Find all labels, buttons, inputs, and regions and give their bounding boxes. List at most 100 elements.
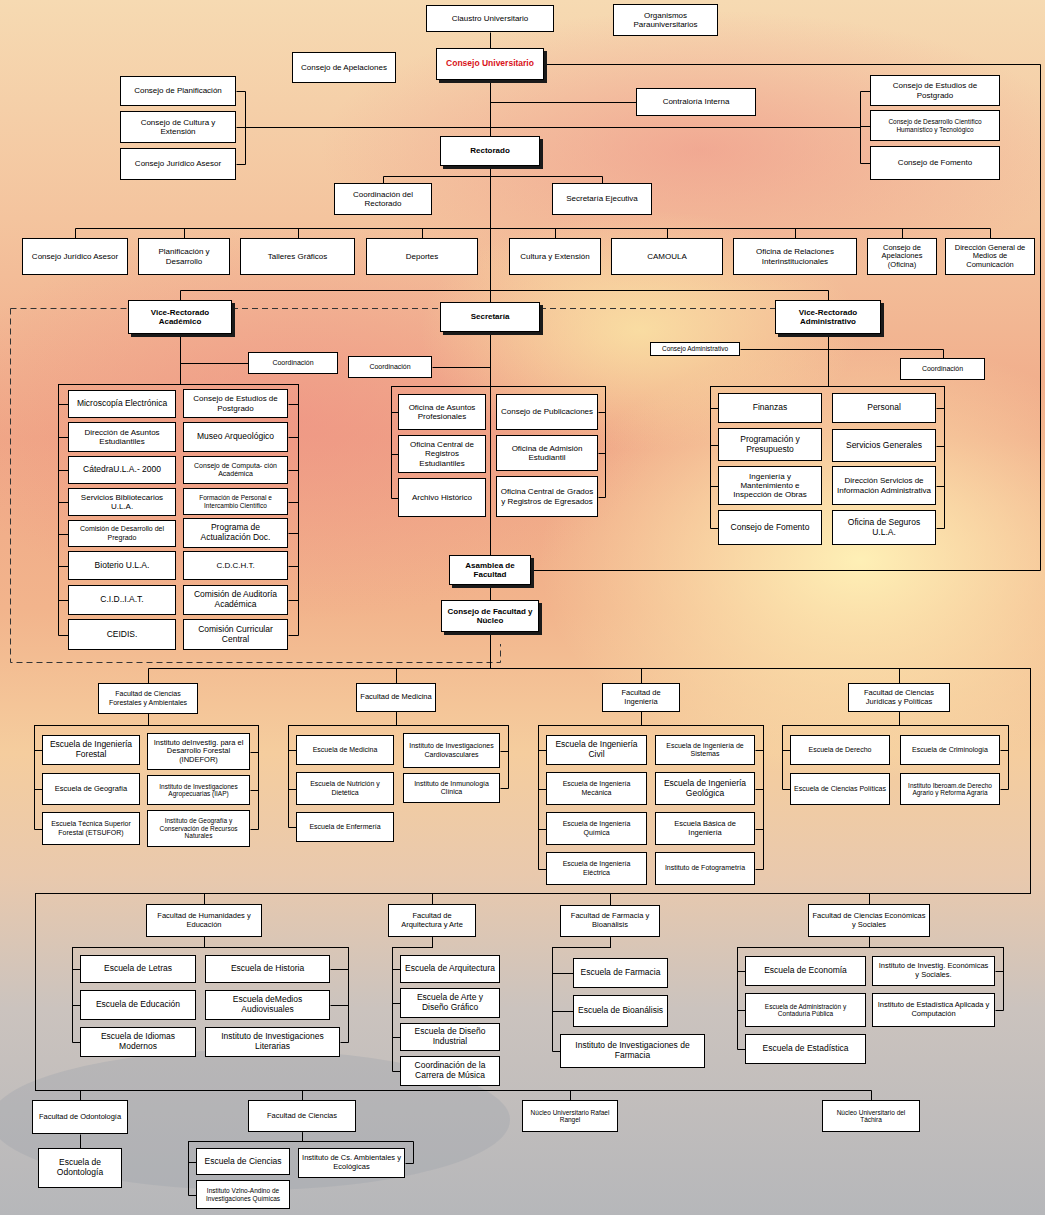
unit-box: Finanzas xyxy=(718,393,822,423)
box-label: Escuela Técnica Superior Forestal (ETSUF… xyxy=(46,820,136,836)
unit-box: Servicios Bibliotecarios U.L.A. xyxy=(68,488,176,516)
unit-box: Facultad de Ingeniería xyxy=(602,683,680,712)
box-label: Instituto de Investig. Económicas y Soci… xyxy=(876,962,991,979)
box-label: Contraloría Interna xyxy=(663,97,730,106)
unit-box: Facultad de Ciencias xyxy=(248,1100,356,1132)
unit-box: Oficina Central de Registros Estudiantil… xyxy=(398,435,486,473)
connector xyxy=(741,335,829,350)
box-label: Instituto de Investigaciones de Farmacia xyxy=(564,1041,701,1061)
box-label: Escuela de Ingeniería Civil xyxy=(550,740,643,760)
unit-box: Coordinación xyxy=(248,352,338,374)
unit-box: Escuela de Ingeniería Eléctrica xyxy=(546,852,647,885)
unit-box: Instituto de Cs. Ambientales y Ecológica… xyxy=(298,1148,405,1178)
connector xyxy=(237,81,491,128)
connector xyxy=(711,335,829,487)
box-label: Programa de Actualización Doc. xyxy=(187,523,284,543)
unit-box: Oficina de Seguros U.L.A. xyxy=(832,510,936,545)
connector xyxy=(491,167,796,239)
connector xyxy=(36,633,1031,1101)
authority-box: Consejo de Facultad y Núcleo xyxy=(441,600,539,632)
connector xyxy=(59,335,181,471)
box-label: Instituto de Investigaciones Cardiovascu… xyxy=(407,742,496,758)
unit-box: C.I.D..I.A.T. xyxy=(68,585,176,615)
unit-box: Coordinación del Rectorado xyxy=(334,183,432,215)
unit-box: Microscopía Electrónica xyxy=(68,390,176,418)
unit-box: Consejo de Planificación xyxy=(120,76,236,106)
unit-box: Escuela de Ciencias Políticas xyxy=(790,773,890,805)
connector xyxy=(433,633,1031,905)
boat-shadow xyxy=(0,1050,510,1190)
unit-box: Coordinación xyxy=(348,356,432,378)
connector xyxy=(59,335,181,503)
connector xyxy=(181,335,249,364)
box-label: Facultad de Arquitectura y Arte xyxy=(392,912,472,929)
unit-box: Escuela de Ingeniería Química xyxy=(546,812,647,845)
box-label: Vice-Rectorado Administrativo xyxy=(779,308,877,326)
box-label: Coordinación xyxy=(922,365,963,373)
unit-box: Escuela de Administración y Contaduría P… xyxy=(745,993,866,1027)
box-label: Instituto Iberoam.de Derecho Agrario y R… xyxy=(904,782,996,797)
connector xyxy=(711,335,829,529)
unit-box: Escuela de Enfermería xyxy=(296,812,394,842)
box-label: Instituto deInvestig. para el Desarrollo… xyxy=(151,739,246,765)
unit-box: Instituto de Estadística Aplicada y Comp… xyxy=(872,993,995,1027)
box-label: Facultad de Medicina xyxy=(360,693,431,702)
box-label: Escuela de Derecho xyxy=(808,746,871,754)
box-label: C.D.C.H.T. xyxy=(216,561,254,570)
unit-box: Escuela de Arte y Diseño Gráfico xyxy=(400,988,500,1018)
unit-box: Escuela de Farmacia xyxy=(573,958,668,988)
cloud xyxy=(320,10,1045,290)
box-label: Oficina Central de Grados y Registros de… xyxy=(500,487,594,505)
box-label: Planificación y Desarrollo xyxy=(142,247,226,265)
box-label: Escuela de Ingeniería Mecánica xyxy=(550,780,643,796)
box-label: Escuela de Arte y Diseño Gráfico xyxy=(404,993,496,1013)
box-label: Comisión de Desarrollo del Pregrado xyxy=(72,525,172,541)
unit-box: Secretaría Ejecutiva xyxy=(552,183,652,215)
box-label: Dirección Servicios de Información Admin… xyxy=(836,476,932,494)
box-label: Facultad de Ciencias Jurídicas y Polític… xyxy=(852,689,946,706)
box-label: Escuela de Ingeniería de Sistemas xyxy=(659,742,751,758)
unit-box: Coordinación de la Carrera de Música xyxy=(400,1056,500,1086)
unit-box: Instituto de Inmunología Clínica xyxy=(403,773,500,803)
box-label: Escuela de Estadística xyxy=(763,1044,849,1054)
unit-box: Instituto Iberoam.de Derecho Agrario y R… xyxy=(900,773,1000,805)
dashed-boundary xyxy=(11,309,501,663)
unit-box: Facultad de Odontología xyxy=(32,1100,128,1134)
box-label: Escuela de Ingeniería Química xyxy=(550,820,643,836)
connector xyxy=(384,167,491,184)
box-label: Núcleo Universitario del Táchira xyxy=(826,1109,916,1124)
connector xyxy=(490,333,491,556)
connector xyxy=(532,65,1041,571)
box-label: Consejo de Publicaciones xyxy=(501,407,593,416)
box-label: Escuela deMedios Audiovisuales xyxy=(209,995,326,1015)
unit-box: Dirección General de Medios de Comunicac… xyxy=(945,238,1035,275)
box-label: Consejo de Desarrollo Científico Humanís… xyxy=(874,118,996,133)
unit-box: Escuela de Educación xyxy=(80,990,196,1020)
box-label: Consejo de Apelaciones xyxy=(301,63,387,72)
unit-box: Facultad de Humanidades y Educación xyxy=(146,904,262,937)
unit-box: Cultura y Extensión xyxy=(509,238,601,275)
unit-box: Consejo Jurídico Asesor xyxy=(22,238,128,275)
box-label: Facultad de Ingeniería xyxy=(606,689,676,706)
connector xyxy=(829,335,944,359)
unit-box: Escuela de Geografía xyxy=(42,773,140,805)
connector xyxy=(80,1135,81,1149)
box-label: Escuela de Economía xyxy=(764,966,847,976)
unit-box: Consejo de Publicaciones xyxy=(496,394,598,430)
box-label: Facultad de Farmacia y Bioanálisis xyxy=(564,912,656,929)
box-label: Consejo de Facultad y Núcleo xyxy=(445,607,535,625)
connector xyxy=(491,167,829,301)
box-label: Instituto de Fotogrametría xyxy=(665,864,745,872)
unit-box: Escuela de Medicina xyxy=(296,735,394,765)
unit-box: Escuela de Criminología xyxy=(900,735,1000,765)
dashed-boundary xyxy=(11,309,776,663)
connector xyxy=(491,633,1031,905)
connector xyxy=(491,81,637,103)
unit-box: Escuela de Bioanálisis xyxy=(573,995,668,1027)
box-label: Instituto Vzlno-Andino de Investigacione… xyxy=(200,1187,286,1202)
box-label: Escuela de Geografía xyxy=(55,785,128,794)
box-label: Servicios Bibliotecarios U.L.A. xyxy=(72,493,172,511)
box-label: Consejo de Estudios de Postgrado xyxy=(874,81,996,99)
box-label: Escuela de Diseño Industrial xyxy=(404,1027,496,1047)
box-label: Archivo Histórico xyxy=(412,493,472,502)
